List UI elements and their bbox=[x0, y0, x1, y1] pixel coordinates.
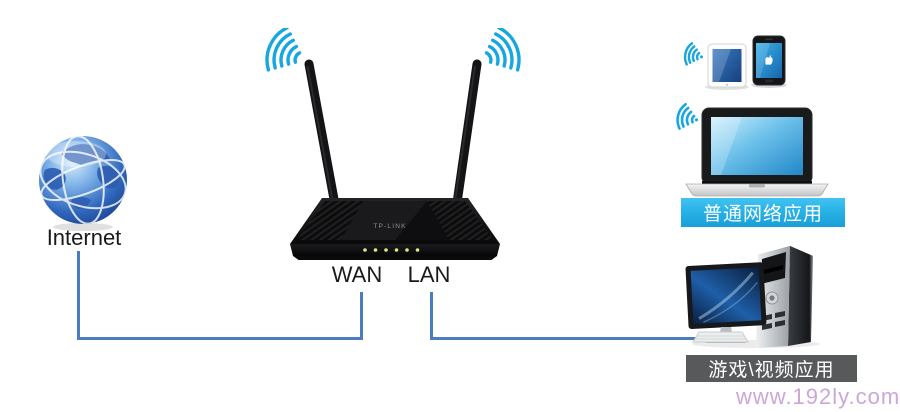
phone-speaker bbox=[765, 38, 773, 41]
internet-link-line-vertical bbox=[77, 251, 80, 339]
wan-link-line-vertical bbox=[360, 292, 363, 340]
keyboard bbox=[692, 331, 749, 343]
laptop-body bbox=[685, 107, 829, 197]
laptop-notch bbox=[749, 184, 765, 188]
apple-logo-icon bbox=[765, 55, 773, 65]
wifi-signal-icon bbox=[676, 102, 699, 130]
internet-label: Internet bbox=[46, 225, 122, 250]
watermark-text: www.192ly.com bbox=[736, 384, 900, 409]
tablet bbox=[707, 43, 747, 88]
router-body: TP-LINK bbox=[290, 198, 500, 260]
laptop bbox=[676, 102, 829, 197]
lan-port-label: LAN bbox=[407, 262, 451, 287]
wireless-router: TP-LINK bbox=[265, 28, 521, 260]
lan-link-line-vertical bbox=[430, 292, 433, 340]
antenna-right-highlight bbox=[453, 65, 476, 209]
wifi-signal-icon bbox=[683, 42, 704, 66]
desktop-computer bbox=[685, 246, 820, 348]
smartphone bbox=[752, 35, 786, 86]
router-status-leds bbox=[363, 248, 420, 252]
globe-shadow bbox=[53, 223, 113, 231]
monitor bbox=[685, 262, 767, 329]
router-brand-label: TP-LINK bbox=[373, 223, 406, 230]
wifi-waves-right-icon bbox=[484, 28, 521, 72]
wifi-waves-left-icon bbox=[265, 28, 302, 72]
laptop-base bbox=[685, 183, 829, 197]
computer-tower bbox=[756, 246, 813, 348]
wan-port-label: WAN bbox=[331, 262, 383, 287]
globe-icon bbox=[39, 136, 127, 231]
tablet-home-button bbox=[725, 83, 729, 86]
router-antenna-left bbox=[304, 59, 341, 215]
mobile-devices-group bbox=[683, 35, 787, 90]
router-antenna-right bbox=[451, 59, 482, 215]
lan-desktop-line-horizontal bbox=[430, 337, 702, 340]
wired-apps-banner: 游戏\视频应用 bbox=[686, 355, 857, 382]
phone-home-button bbox=[765, 79, 773, 83]
internet-wan-line-horizontal bbox=[77, 337, 363, 340]
antenna-left-highlight bbox=[306, 65, 335, 209]
wireless-apps-banner: 普通网络应用 bbox=[681, 198, 845, 227]
